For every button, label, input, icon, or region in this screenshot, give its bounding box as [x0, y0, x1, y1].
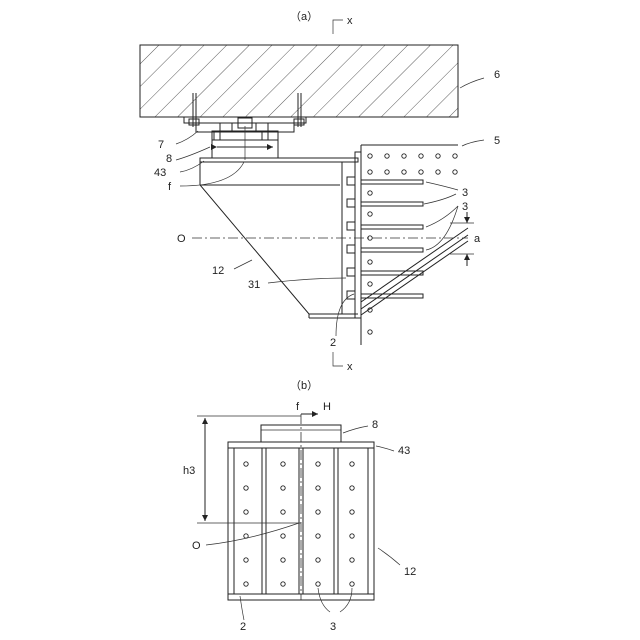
caption-a: （a）	[290, 10, 318, 23]
label-plate-2-b: 2	[240, 621, 246, 633]
label-bracket-b: 12	[404, 566, 416, 578]
section-marker-bottom: x	[333, 352, 353, 373]
label-plate-2: 2	[330, 337, 336, 349]
caption-b: （b）	[290, 379, 318, 392]
section-marker-top: x	[333, 15, 353, 34]
ceiling-slab	[140, 45, 458, 117]
label-h3: h3	[183, 465, 195, 477]
label-bracket: 12	[212, 265, 224, 277]
section-marker-top-label: x	[347, 15, 353, 27]
label-center-o: O	[177, 233, 186, 245]
figure-b: （b）	[183, 379, 416, 633]
label-h: H	[323, 401, 331, 413]
label-point-f: f	[168, 181, 172, 193]
label-part-43-b: 43	[398, 445, 410, 457]
label-wall: 5	[494, 135, 500, 147]
wall-holes	[368, 154, 457, 334]
label-rib-a: 3	[462, 187, 468, 199]
label-part-8: 8	[166, 153, 172, 165]
dimension-h3	[197, 416, 301, 523]
label-part-8-b: 8	[372, 419, 378, 431]
label-rib-b-3: 3	[330, 621, 336, 633]
end-plate-2	[355, 152, 361, 318]
label-f-b: f	[296, 401, 300, 413]
part-8-block	[212, 126, 278, 160]
label-ceiling: 6	[494, 69, 500, 81]
figure-a: （a） x x	[140, 10, 500, 373]
section-marker-bottom-label: x	[347, 361, 353, 373]
label-part-31: 31	[248, 279, 260, 291]
label-rib-b: 3	[462, 201, 468, 213]
label-center-o-b: O	[192, 540, 201, 552]
label-part-43: 43	[154, 167, 166, 179]
label-support-member: 7	[158, 139, 164, 151]
label-dim-a: a	[474, 233, 481, 245]
bracket-12-body	[200, 162, 358, 318]
plate-43	[200, 158, 358, 162]
